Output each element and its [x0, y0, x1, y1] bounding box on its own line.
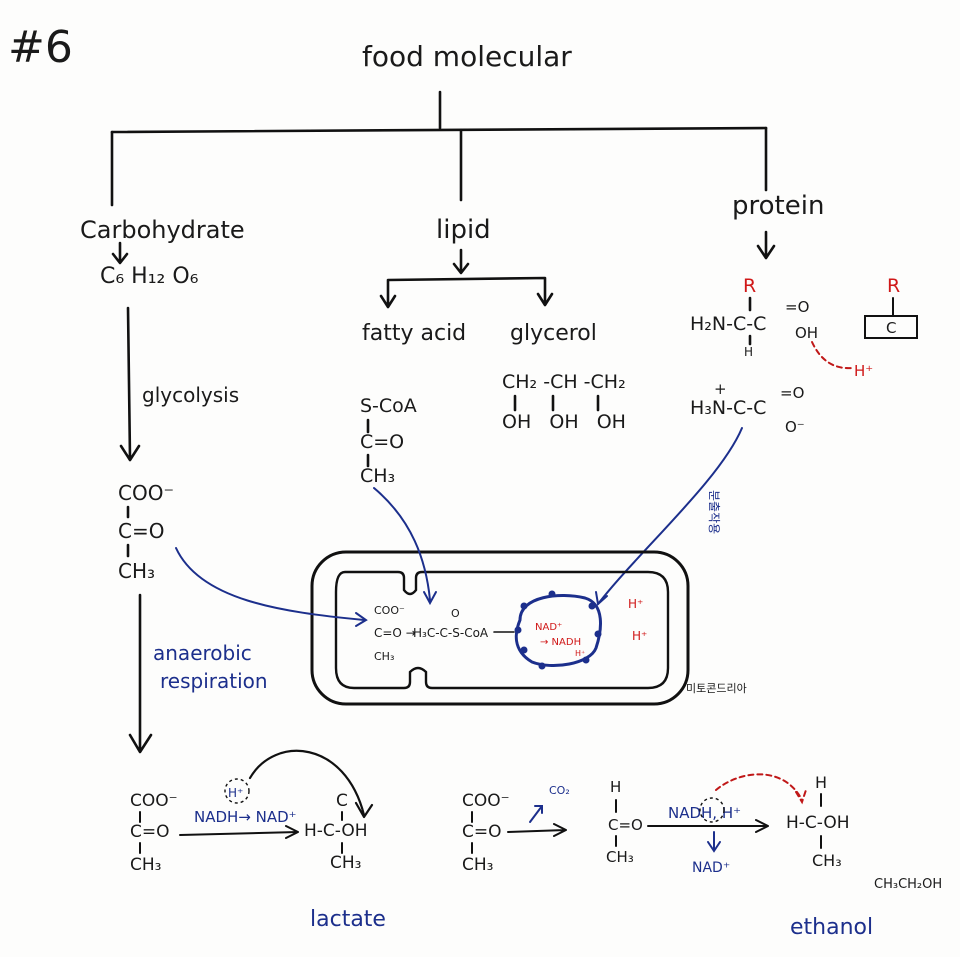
ethanol-product: H H-C-OH CH₃	[786, 773, 850, 870]
lactate-prod-ch3: CH₃	[330, 853, 361, 873]
protein-arrow	[756, 230, 776, 260]
mito-h-plus-1: H⁺	[628, 597, 643, 611]
krebs-cycle: NAD⁺ → NADH H⁺	[514, 590, 602, 670]
mito-h-plus-2: H⁺	[632, 629, 647, 643]
mito-pyr-ch3: CH₃	[374, 650, 394, 663]
anaerobic-label-1: anaerobic	[153, 641, 252, 665]
acetaldehyde: H C=O CH₃	[606, 778, 643, 866]
lipid-branch	[379, 276, 554, 309]
anaerobic-arrow	[128, 593, 153, 754]
pyruvate-to-mito-arrow	[175, 547, 365, 621]
mito-acetyl-o: O	[451, 607, 460, 620]
carbohydrate-arrow	[111, 241, 129, 265]
ethanol-nad-plus: NAD⁺	[692, 860, 730, 876]
proton-release-arrow	[811, 341, 853, 370]
co2-release-arrow	[529, 805, 543, 823]
glycolysis-arrow	[119, 306, 141, 462]
fatty-acid-label: fatty acid	[362, 321, 466, 346]
glycerol-structure: CH₂ -CH -CH₂ OH OH OH	[502, 371, 626, 433]
fatty-acid-to-mito-arrow	[373, 487, 431, 601]
amino-to-mito-arrow	[597, 427, 743, 605]
acetaldehyde-h: H	[610, 778, 621, 796]
zwitterion-annotation: 분출작용	[707, 490, 721, 534]
lactate-prod-mid: H-C-OH	[304, 821, 368, 841]
fatty-acid-scoa: S-CoA	[360, 395, 417, 417]
krebs-nad-plus: NAD⁺	[535, 622, 562, 633]
ethanol-prod-ch3: CH₃	[812, 851, 842, 870]
ethanol-reaction-arrow	[647, 819, 769, 833]
ethanol-substrate: COO⁻ C=O CH₃	[462, 791, 510, 875]
amino-h: H	[744, 345, 753, 359]
lactate-sub-ch3: CH₃	[130, 855, 161, 875]
amino-h-plus: H⁺	[854, 362, 873, 380]
glycolysis-label: glycolysis	[142, 383, 239, 407]
ethanol-prod-mid: H-C-OH	[786, 813, 850, 833]
mito-pyruvate: COO⁻ C=O → CH₃	[374, 604, 416, 663]
ethanol-nadh: NADH, H⁺	[668, 804, 741, 822]
co2-label: CO₂	[549, 784, 570, 797]
pyruvate-ch3: CH₃	[118, 559, 155, 583]
lactate-name: lactate	[310, 907, 386, 932]
zwitterion-carbonyl: =O	[780, 384, 804, 402]
pyruvate-structure: COO⁻ C=O CH₃	[118, 481, 174, 583]
ethanol-condensed: CH₃CH₂OH	[874, 877, 942, 892]
glycerol-oh: OH OH OH	[502, 411, 626, 433]
tree-connectors	[110, 90, 768, 207]
zwitterion-plus: +	[714, 380, 727, 398]
fatty-acid-ch3: CH₃	[360, 465, 395, 487]
mitochondria-label: 미토콘드리아	[686, 682, 747, 695]
mito-acetyl-coa: H₃C-C-S-CoA	[413, 626, 489, 640]
amino-backbone: H₂N-C-C	[690, 313, 766, 335]
lipid-label: lipid	[436, 215, 491, 245]
lactate-reaction-arrow	[179, 825, 299, 839]
diagram-title: food molecular	[362, 40, 572, 73]
box-r-label: R	[887, 275, 900, 297]
acetaldehyde-co: C=O	[608, 816, 643, 834]
lactate-sub-co: C=O	[130, 822, 170, 842]
zwitterion-backbone: H₃N-C-C	[690, 397, 766, 419]
ethanol-hydride-arrow	[715, 773, 807, 805]
lactate-h-plus: H⁺	[228, 786, 243, 800]
carbohydrate-label: Carbohydrate	[80, 216, 245, 244]
lactate-prod-top: C	[336, 791, 348, 811]
decarboxylation-arrow	[507, 823, 567, 837]
pyruvate-coo: COO⁻	[118, 481, 174, 505]
krebs-nadh: → NADH	[540, 637, 581, 648]
ethanol-name: ethanol	[790, 915, 873, 940]
ethanol-sub-co: C=O	[462, 822, 502, 842]
amino-r: R	[743, 275, 756, 297]
glycerol-label: glycerol	[510, 321, 597, 346]
mito-pyr-co: C=O →	[374, 626, 416, 640]
anaerobic-label-2: respiration	[160, 669, 268, 693]
box-c-label: C	[886, 319, 896, 337]
acetaldehyde-ch3: CH₃	[606, 848, 634, 866]
krebs-h-plus: H⁺	[575, 649, 585, 658]
lactate-sub-coo: COO⁻	[130, 791, 178, 811]
ethanol-sub-coo: COO⁻	[462, 791, 510, 811]
mito-pyr-coo: COO⁻	[374, 604, 405, 617]
zwitterion-o-minus: O⁻	[785, 418, 805, 436]
glycerol-top: CH₂ -CH -CH₂	[502, 371, 626, 393]
protein-label: protein	[732, 191, 824, 221]
zwitterion-structure: + H₃N-C-C =O O⁻	[690, 380, 805, 436]
ethanol-prod-h: H	[815, 773, 827, 792]
lactate-substrate: COO⁻ C=O CH₃	[130, 791, 178, 875]
r-group-box: R C	[864, 275, 918, 339]
amino-carbonyl: =O	[785, 298, 809, 316]
lactate-product: C H-C-OH CH₃	[304, 791, 368, 873]
ethanol-sub-ch3: CH₃	[462, 855, 493, 875]
lipid-arrow	[452, 248, 470, 275]
fatty-acid-co: C=O	[360, 431, 404, 453]
lactate-cofactor: NADH→ NAD⁺	[194, 808, 297, 826]
amino-acid-structure: R H₂N-C-C =O OH H	[690, 275, 818, 359]
amino-oh: OH	[795, 324, 818, 342]
fatty-acid-structure: S-CoA C=O CH₃	[360, 395, 417, 487]
hydride-transfer-arrow	[248, 749, 374, 819]
carbohydrate-formula: C₆ H₁₂ O₆	[100, 264, 199, 289]
mitochondrion: 미토콘드리아	[310, 550, 747, 706]
page-number: #6	[8, 22, 73, 73]
pyruvate-co: C=O	[118, 519, 164, 543]
